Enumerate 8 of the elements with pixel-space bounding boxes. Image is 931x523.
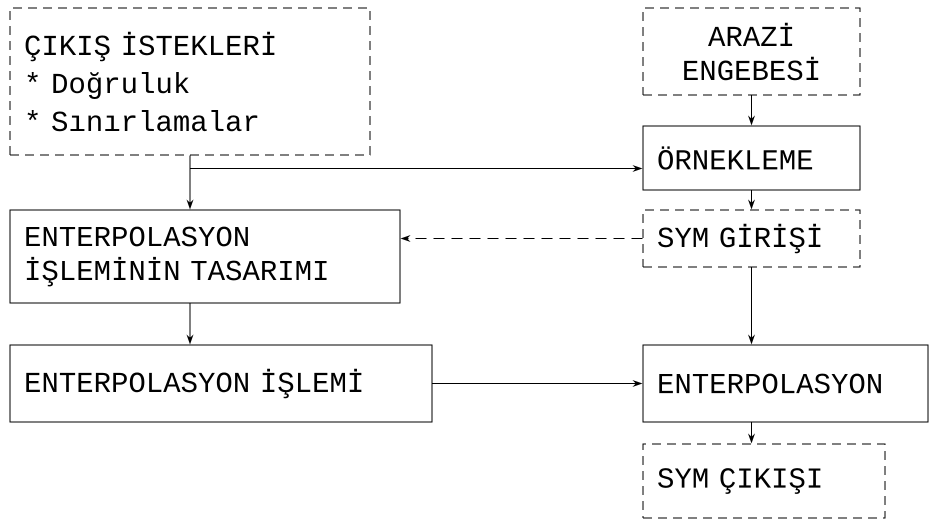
dashed-box: ÇIKIŞ İSTEKLERİ * Doğruluk * Sınırlamalar [10,8,370,156]
process-box: ENTERPOLASYON [642,344,928,422]
dashed-box: ARAZİ ENGEBESİ [642,8,860,96]
process-box: ENTERPOLASYON İŞLEMİ [10,344,432,422]
process-box: ENTERPOLASYON İŞLEMİNİN TASARIMI [10,210,400,304]
process-box: ÖRNEKLEME [642,126,860,190]
dashed-box: SYM ÇIKIŞI [642,444,886,518]
dashed-box: SYM GİRİŞİ [642,210,860,268]
